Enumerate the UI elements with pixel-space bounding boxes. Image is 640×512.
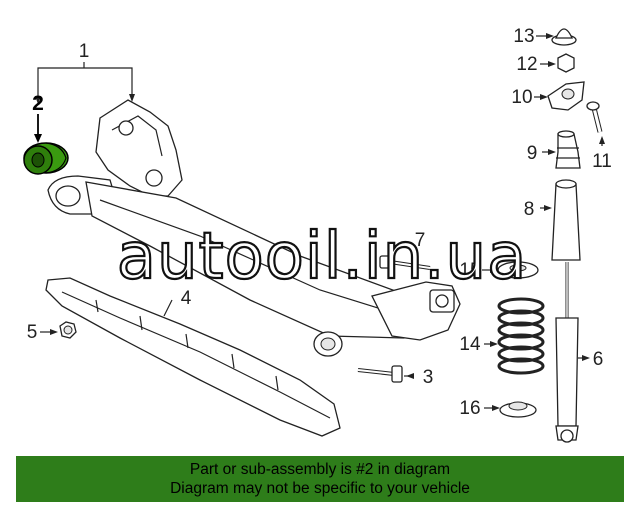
cap-part-13 bbox=[551, 28, 577, 46]
callout-16: 16 bbox=[459, 398, 480, 419]
callout-3: 3 bbox=[423, 367, 434, 388]
parts-diagram: 1 2 4 5 bbox=[23, 26, 612, 443]
coil-spring-part-14 bbox=[497, 297, 545, 375]
watermark: autooil.in.ua bbox=[117, 220, 528, 294]
mount-part-10 bbox=[547, 81, 585, 111]
callout-1-bracket bbox=[35, 62, 135, 104]
bolt-part-3 bbox=[357, 365, 403, 383]
footer-line-2: Diagram may not be specific to your vehi… bbox=[170, 480, 470, 497]
callout-12: 12 bbox=[516, 54, 537, 75]
bolt-part-7 bbox=[379, 255, 431, 270]
callout-6: 6 bbox=[593, 349, 604, 370]
callout-14: 14 bbox=[459, 334, 481, 355]
rear-axle-beam bbox=[47, 99, 461, 357]
nut-part-5 bbox=[59, 321, 77, 339]
callout-15: 15 bbox=[459, 260, 480, 281]
bushing-part-2[interactable] bbox=[23, 142, 69, 175]
callout-1: 1 bbox=[79, 41, 90, 62]
spring-seat-part-15 bbox=[497, 261, 539, 279]
callout-4: 4 bbox=[181, 288, 192, 309]
lower-seat-part-16 bbox=[499, 401, 537, 418]
callout-2: 2 bbox=[32, 92, 44, 115]
footer-line-1: Part or sub-assembly is #2 in diagram bbox=[189, 461, 451, 478]
callout-10: 10 bbox=[511, 87, 532, 108]
callout-8: 8 bbox=[524, 199, 535, 220]
bump-stop-part-9 bbox=[555, 130, 581, 169]
callout-9: 9 bbox=[527, 143, 538, 164]
callout-13: 13 bbox=[513, 26, 534, 47]
shock-absorber-part-6 bbox=[555, 262, 579, 443]
nut-part-12 bbox=[557, 53, 575, 73]
callout-5: 5 bbox=[27, 322, 38, 343]
footer-banner: Part or sub-assembly is #2 in diagram Di… bbox=[16, 456, 624, 502]
callout-7: 7 bbox=[415, 230, 426, 251]
bolt-part-11 bbox=[586, 101, 603, 133]
shield-part-4 bbox=[45, 277, 341, 437]
dust-boot-part-8 bbox=[551, 179, 581, 261]
callout-11: 11 bbox=[592, 151, 612, 172]
